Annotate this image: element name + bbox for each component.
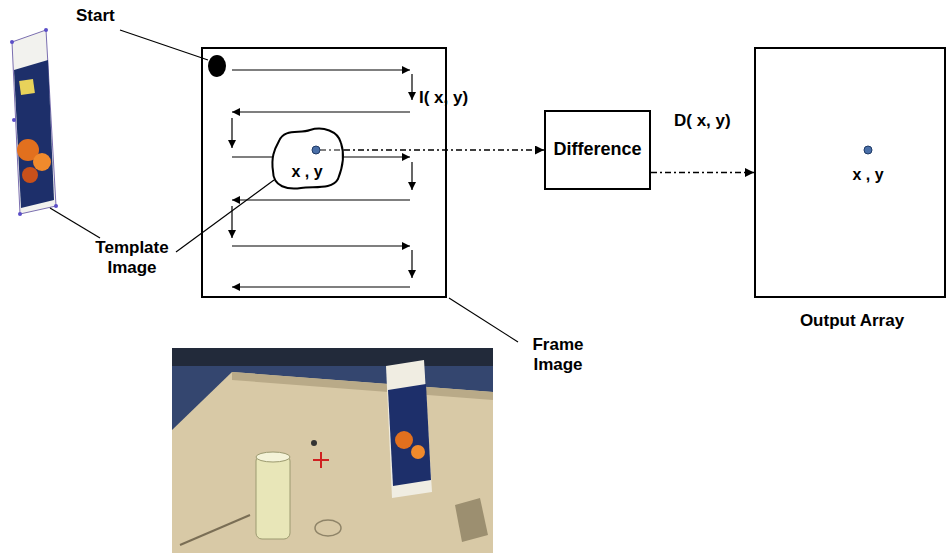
start-label: Start [76, 6, 115, 25]
signal-connector [344, 149, 544, 150]
scan-path [232, 70, 412, 287]
start-dot [208, 55, 226, 77]
template-label: Template Image [95, 238, 168, 277]
coordinate-label: x , y [852, 166, 883, 183]
text-slot: x , y [270, 162, 344, 181]
text-slot: Start [76, 6, 136, 26]
template-picture [10, 28, 58, 216]
blob-outline [270, 125, 344, 191]
coordinate-label: x , y [291, 163, 322, 180]
output-caption: Output Array [800, 311, 904, 330]
signal-connector [651, 172, 754, 173]
leader-line [120, 30, 208, 60]
leader-line [50, 208, 100, 238]
process-box: Difference [544, 110, 651, 190]
signal-label: I( x, y) [419, 88, 468, 107]
process-label: Difference [553, 139, 641, 161]
leader-line [176, 180, 274, 252]
frame-caption: Frame Image [532, 335, 583, 374]
output-box: x , yOutput Array [754, 47, 946, 298]
leader-line [449, 298, 518, 342]
text-slot: I( x, y) [419, 88, 468, 108]
text-slot: x , y [828, 165, 908, 184]
text-slot: D( x, y) [674, 111, 731, 131]
frame-photo [172, 348, 493, 553]
result-dot [864, 146, 872, 154]
signal-label: D( x, y) [674, 111, 731, 130]
text-slot: Output Array [756, 311, 948, 331]
frame-box: Frame Imagex , y [201, 47, 447, 298]
text-slot: Frame Image [521, 335, 595, 376]
text-slot: Template Image [84, 238, 180, 279]
template-blob: x , y [270, 125, 344, 191]
